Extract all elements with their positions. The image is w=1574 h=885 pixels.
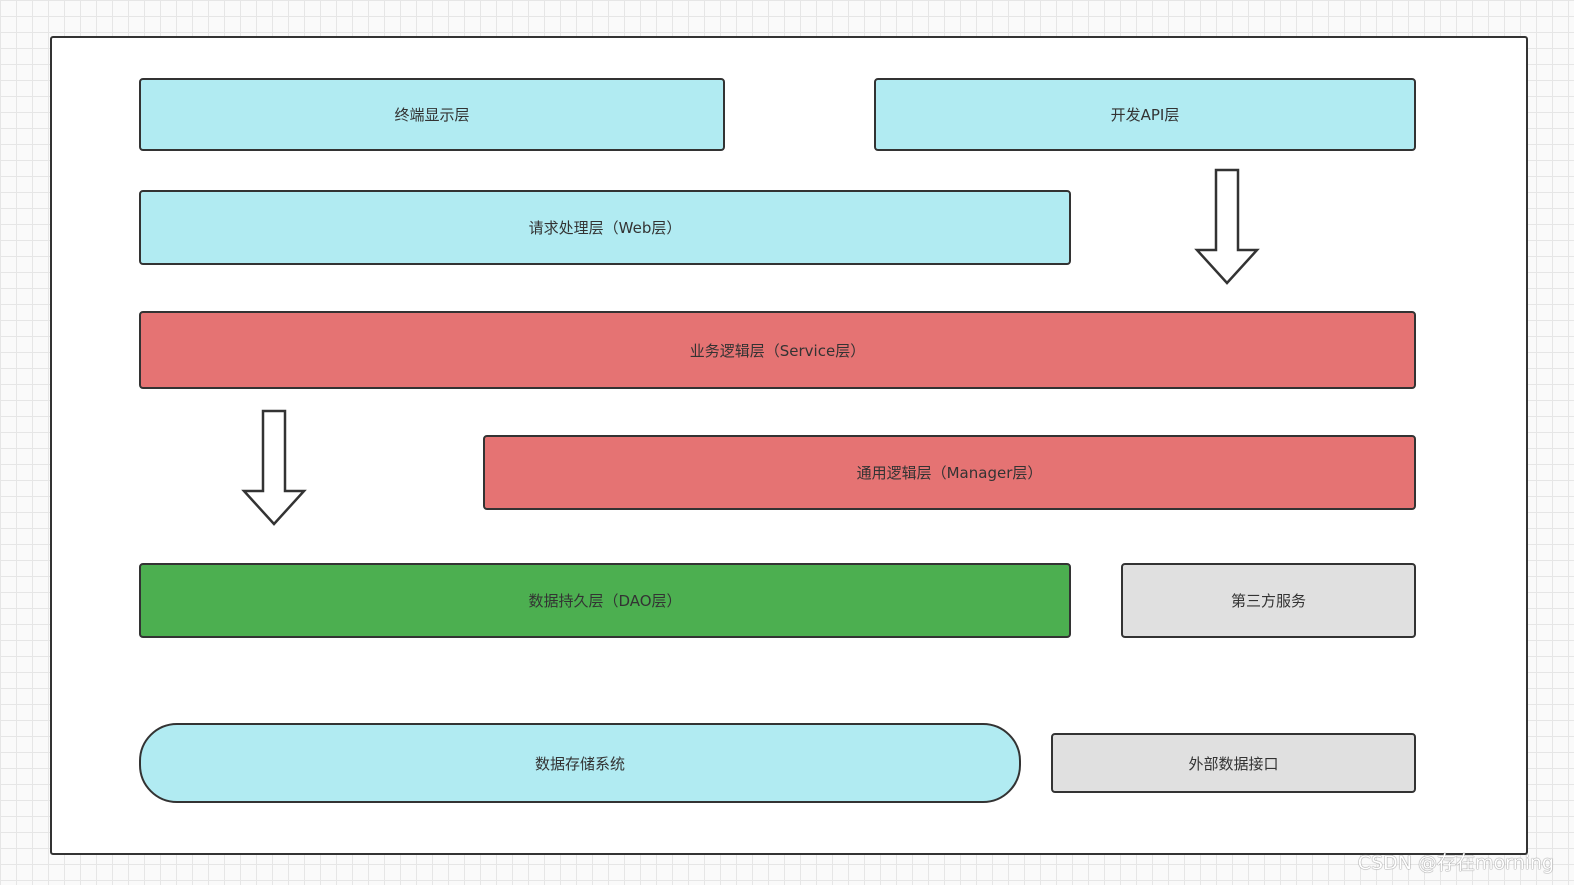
open-api-layer-label: 开发API层: [1110, 106, 1180, 124]
arrow-down-icon: [1194, 168, 1260, 285]
terminal-display-layer: 终端显示层: [139, 78, 725, 151]
watermark: CSDN @存在morning: [1357, 852, 1554, 874]
dao-layer-label: 数据持久层（DAO层）: [528, 592, 682, 610]
open-api-layer: 开发API层: [874, 78, 1416, 151]
third-party-service-label: 第三方服务: [1230, 592, 1306, 610]
external-data-interface: 外部数据接口: [1051, 733, 1416, 793]
data-storage-system-label: 数据存储系统: [534, 754, 625, 773]
service-layer-label: 业务逻辑层（Service层）: [689, 341, 866, 360]
service-layer: 业务逻辑层（Service层）: [139, 311, 1416, 389]
manager-layer: 通用逻辑层（Manager层）: [483, 435, 1416, 510]
data-storage-system: 数据存储系统: [139, 723, 1021, 803]
web-layer: 请求处理层（Web层）: [139, 190, 1071, 265]
third-party-service: 第三方服务: [1121, 563, 1416, 638]
external-data-interface-label: 外部数据接口: [1188, 754, 1279, 773]
dao-layer: 数据持久层（DAO层）: [139, 563, 1071, 638]
manager-layer-label: 通用逻辑层（Manager层）: [856, 464, 1043, 482]
arrow-down-icon: [241, 409, 307, 526]
web-layer-label: 请求处理层（Web层）: [528, 219, 682, 237]
terminal-display-layer-label: 终端显示层: [394, 106, 470, 124]
